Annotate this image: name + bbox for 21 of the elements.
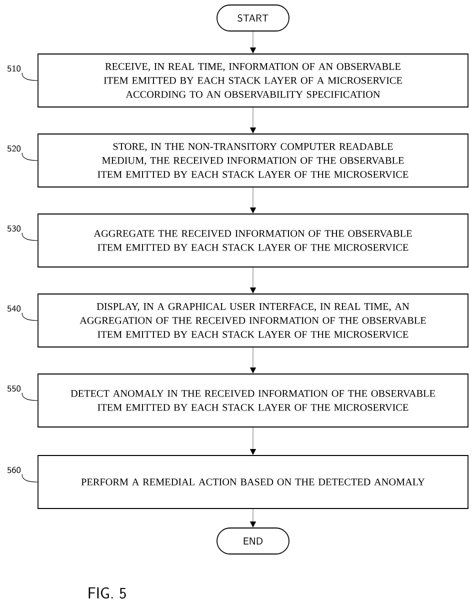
process-box: PERFORM A REMEDIAL ACTION BASED ON THE DETECTED ANOMALY bbox=[38, 455, 468, 509]
reference-numeral: 540 bbox=[7, 305, 21, 312]
leader-line bbox=[22, 474, 38, 482]
terminal-box: END bbox=[216, 528, 290, 554]
process-box: STORE, IN THE NON-TRANSITORY COMPUTER READABLE MEDIUM, THE RECEIVED INFORMATION OF THE OBSERVABLE ITEM EMITTED BY EACH STACK LAYER OF THE MICROSERVICE bbox=[38, 134, 468, 188]
reference-numeral: 520 bbox=[7, 145, 21, 152]
process-box: AGGREGATE THE RECEIVED INFORMATION OF THE OBSERVABLE ITEM EMITTED BY EACH STACK LAYER OF THE MICROSERVICE bbox=[38, 214, 468, 268]
leader-line bbox=[22, 152, 38, 161]
leader-line bbox=[22, 72, 38, 81]
reference-numeral: 530 bbox=[7, 225, 21, 232]
process-box: RECEIVE, IN REAL TIME, INFORMATION OF AN OBSERVABLE ITEM EMITTED BY EACH STACK LAYER OF A MICROSERVICE ACCORDING TO AN OBSERVABILITY SPECIFICATION bbox=[38, 54, 468, 108]
leader-line bbox=[22, 232, 38, 241]
reference-numeral: 550 bbox=[7, 385, 21, 392]
process-box: DISPLAY, IN A GRAPHICAL USER INTERFACE, IN REAL TIME, AN AGGREGATION OF THE RECEIVED INFORMATION OF THE OBSERVABLE ITEM EMITTED BY EACH STACK LAYER OF THE MICROSERVICE bbox=[38, 294, 468, 348]
figure-caption: FIG. 5 bbox=[88, 587, 126, 599]
reference-numeral: 560 bbox=[7, 466, 21, 474]
leader-line bbox=[22, 312, 38, 321]
process-box: DETECT ANOMALY IN THE RECEIVED INFORMATION OF THE OBSERVABLE ITEM EMITTED BY EACH STACK LAYER OF THE MICROSERVICE bbox=[38, 374, 468, 428]
leader-line bbox=[22, 392, 38, 401]
terminal-box: START bbox=[216, 4, 290, 32]
reference-numeral: 510 bbox=[7, 65, 21, 72]
